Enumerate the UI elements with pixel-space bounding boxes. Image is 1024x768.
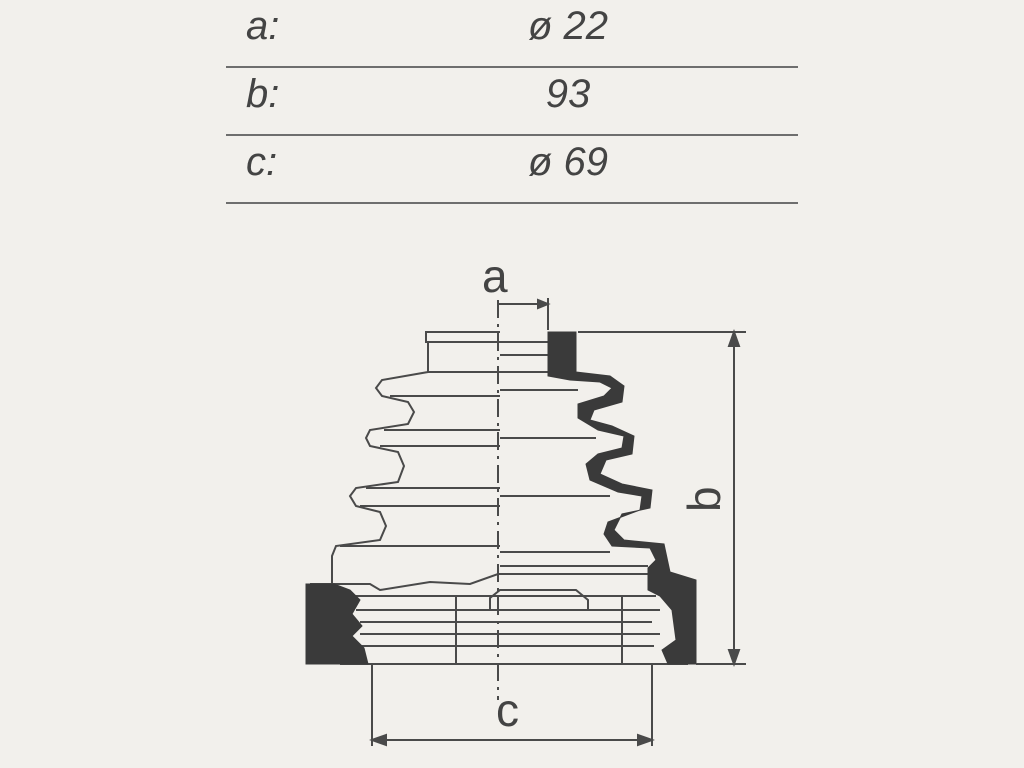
spec-row-b: b: 93 — [226, 68, 798, 136]
spec-label: c: — [246, 140, 278, 184]
spec-value: ø 22 — [527, 4, 609, 48]
boot-left-profile — [310, 331, 500, 585]
spec-label: a: — [246, 4, 280, 48]
spec-row-c: c: ø 69 — [226, 136, 798, 204]
spec-label: b: — [246, 72, 280, 116]
dimension-label-b: b — [678, 486, 730, 512]
boot-section-wall — [547, 331, 697, 665]
spec-value: ø 69 — [527, 140, 609, 184]
spec-table: a: ø 22 b: 93 c: ø 69 — [226, 0, 798, 204]
boot-section-flange — [305, 583, 369, 665]
spec-value: 93 — [545, 72, 591, 116]
spec-row-a: a: ø 22 — [226, 0, 798, 68]
dimension-label-c: c — [496, 684, 519, 736]
dimension-label-a: a — [482, 250, 508, 302]
